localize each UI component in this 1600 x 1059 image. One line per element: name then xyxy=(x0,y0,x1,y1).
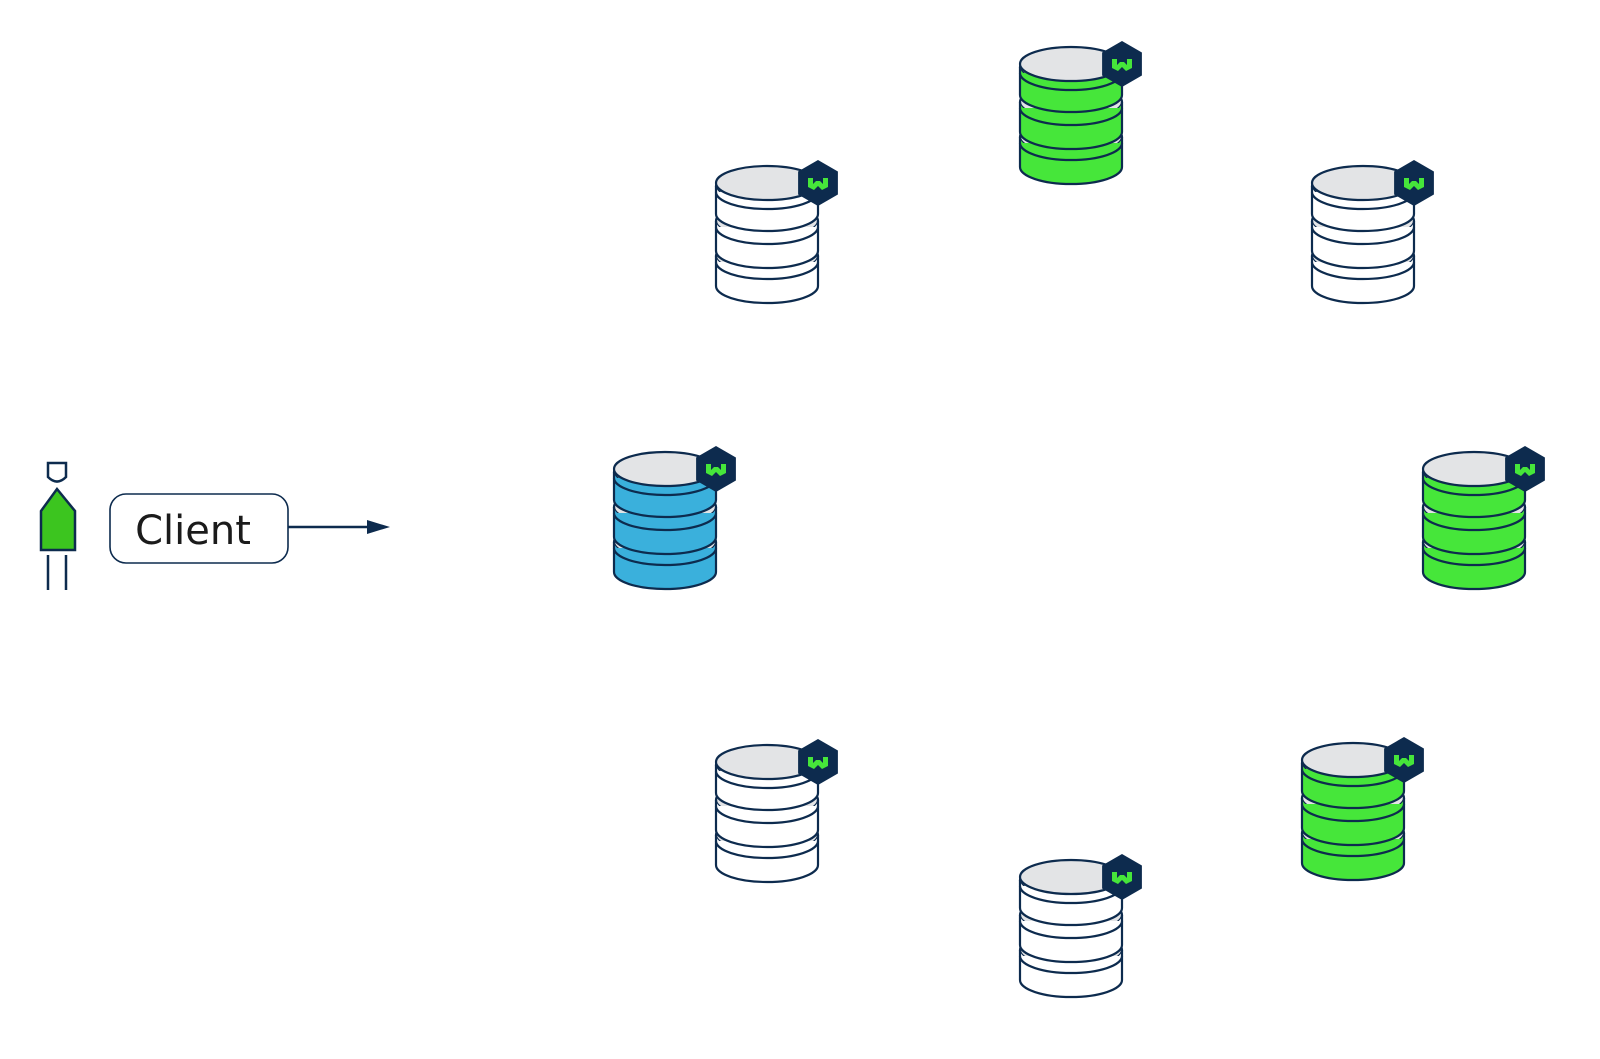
wasm-hexagon-icon xyxy=(798,160,838,206)
wasm-hexagon-icon xyxy=(696,446,736,492)
wasm-hexagon-icon xyxy=(1384,737,1424,783)
arrow-right-icon xyxy=(288,520,390,534)
wasm-hexagon-icon xyxy=(798,739,838,785)
database-node xyxy=(1300,737,1424,882)
wasm-hexagon-icon xyxy=(1394,160,1434,206)
database-node xyxy=(1421,446,1545,591)
wasm-hexagon-icon xyxy=(1102,41,1142,87)
client-label-box: Client xyxy=(109,493,289,564)
database-node xyxy=(612,446,736,591)
database-node xyxy=(1310,160,1434,305)
database-node xyxy=(714,739,838,884)
database-node xyxy=(1018,41,1142,186)
wasm-hexagon-icon xyxy=(1505,446,1545,492)
database-node xyxy=(1018,854,1142,999)
person-icon xyxy=(39,461,77,590)
wasm-hexagon-icon xyxy=(1102,854,1142,900)
client-label: Client xyxy=(135,508,251,554)
database-node xyxy=(714,160,838,305)
